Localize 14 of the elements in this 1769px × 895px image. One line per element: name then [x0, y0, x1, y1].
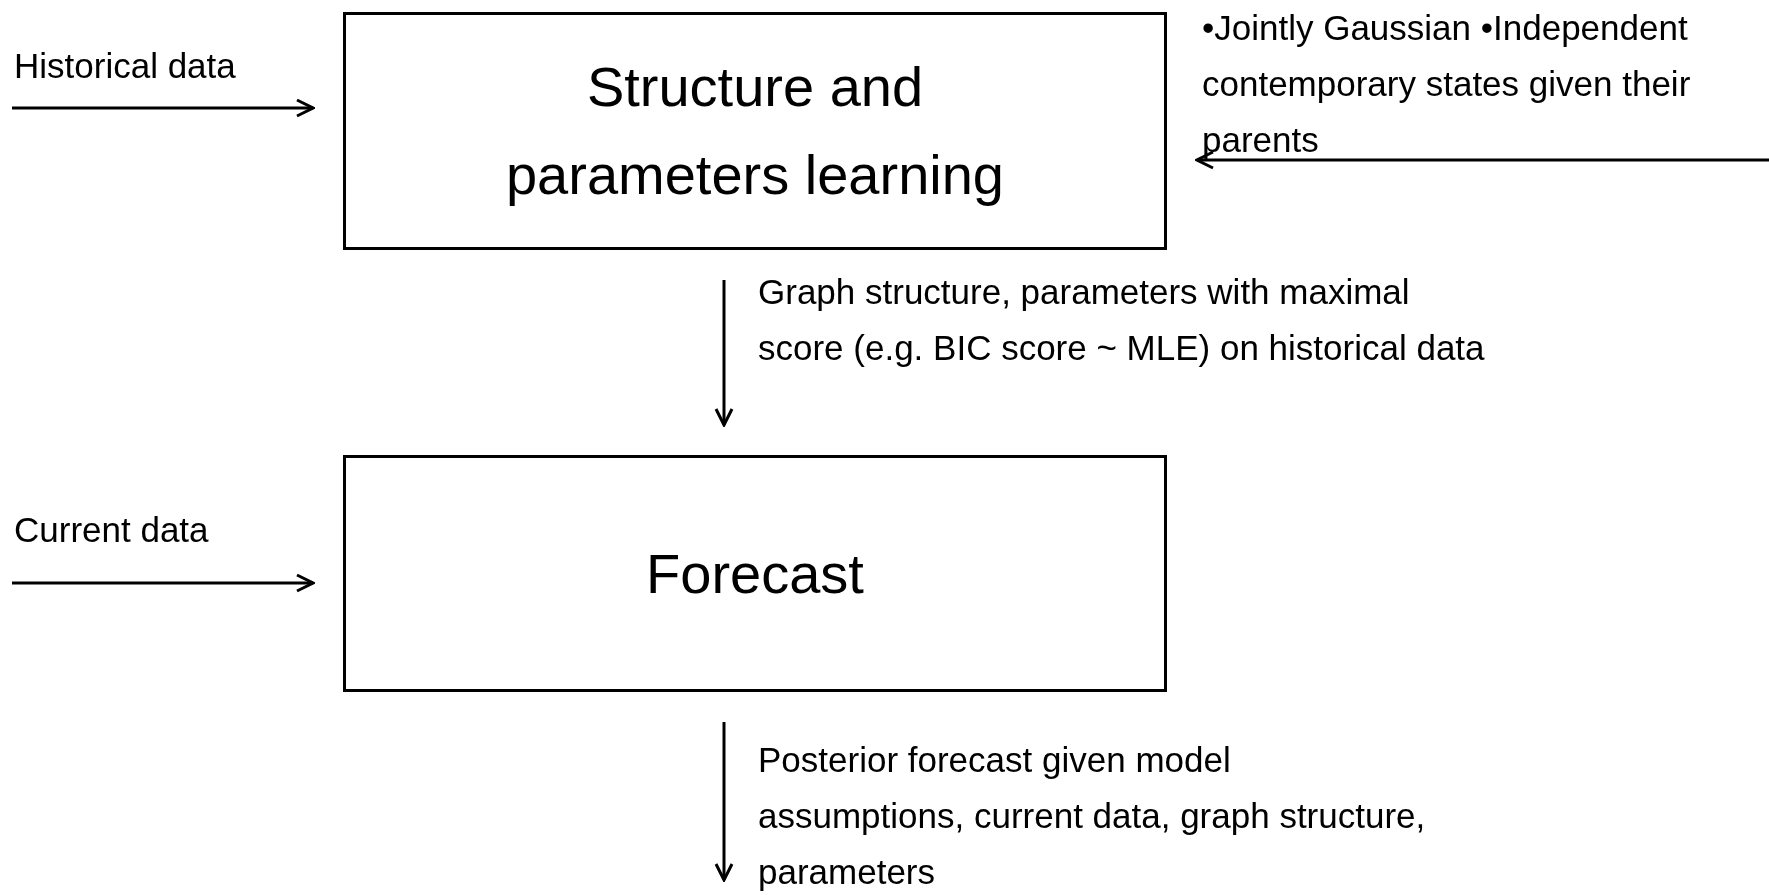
edge-label: Current data: [14, 509, 209, 551]
arrow: [12, 98, 315, 118]
process-box: [343, 12, 1167, 250]
box-title: Structure and parameters learning: [504, 54, 1005, 208]
arrow: [714, 722, 734, 882]
process-box: [343, 455, 1167, 692]
arrow: [714, 280, 734, 427]
box-title: Forecast: [646, 540, 864, 607]
edge-label: •Jointly Gaussian •Independent contemporary states given their parents: [1202, 7, 1692, 161]
edge-label: Posterior forecast given model assumptions, current data, graph structure, parameters: [758, 739, 1427, 893]
edge-label: Graph structure, parameters with maximal score (e.g. BIC score ~ MLE) on historical data: [758, 271, 1486, 369]
arrow: [12, 573, 315, 593]
edge-label: Historical data: [14, 45, 236, 87]
arrow: [1195, 150, 1769, 170]
